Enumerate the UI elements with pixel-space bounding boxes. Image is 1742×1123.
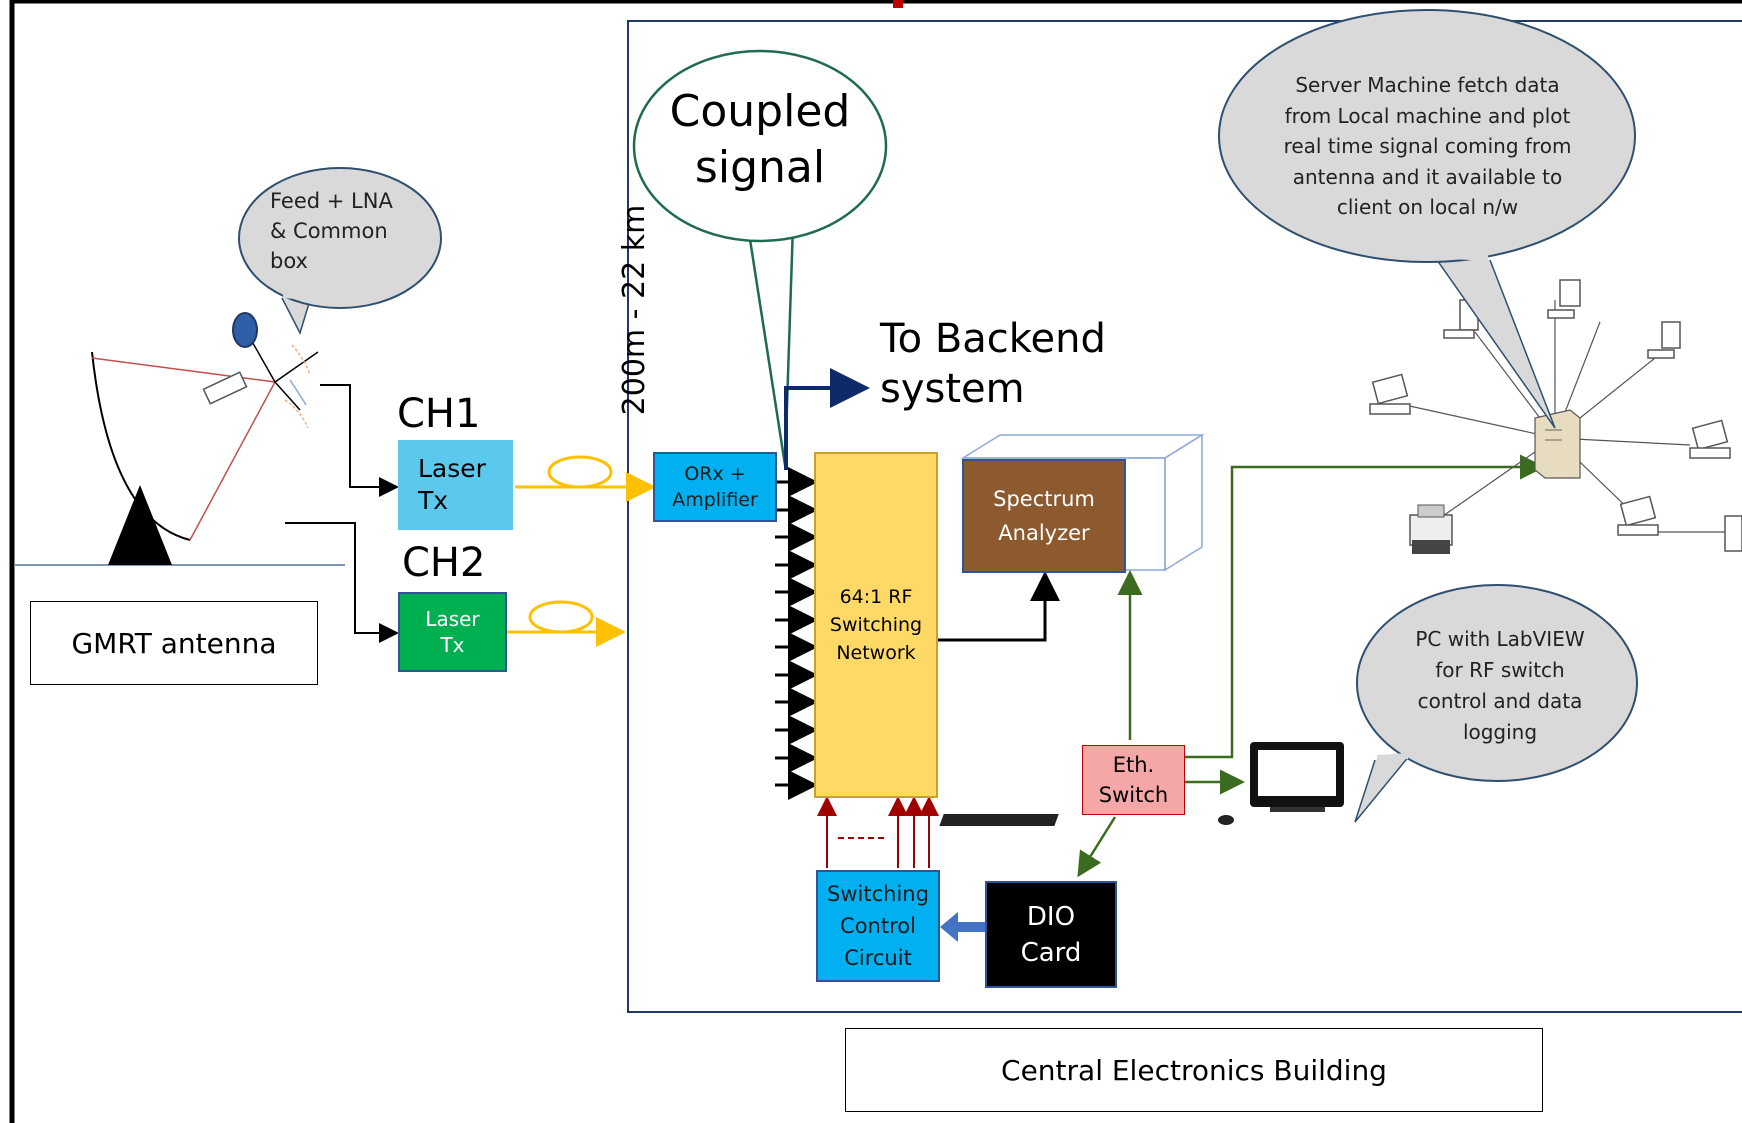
feed-bubble-text: Feed + LNA & Common box [270, 189, 393, 273]
all-in-one-pc-icon [939, 742, 1344, 826]
outer-frame [9, 0, 1742, 1123]
feed-callout-bubble [238, 167, 442, 335]
laptop-icon [1369, 373, 1731, 536]
to-backend-text: To Backend system [880, 316, 1106, 412]
switching-control-label: Switching Control Circuit [827, 882, 929, 970]
distance-label: 200m - 22 km [617, 204, 652, 416]
central-building-label-box: Central Electronics Building [845, 1028, 1543, 1112]
laser-tx-2: Laser Tx [398, 592, 507, 672]
orx-amplifier-label: ORx + Amplifier [672, 463, 758, 511]
top-red-mark [893, 0, 903, 8]
gmrt-antenna-label-box: GMRT antenna [30, 601, 318, 685]
dio-card-box: DIO Card [985, 881, 1117, 988]
server-callout-bubble [1218, 9, 1636, 429]
switch-input-arrows [775, 495, 818, 800]
dio-to-control-arrow [940, 912, 986, 942]
ch2-label: CH2 [402, 540, 486, 586]
rf-switching-label: 64:1 RF Switching Network [829, 586, 923, 664]
phone-icon [1724, 515, 1742, 552]
laser-tx-1: Laser Tx [398, 440, 513, 530]
pc-bubble-text: PC with LabVIEW for RF switch control an… [1415, 627, 1585, 744]
central-building-label: Central Electronics Building [1001, 1053, 1387, 1087]
eth-switch-label: Eth. Switch [1098, 753, 1169, 807]
parabolic-dish-icon [91, 312, 319, 565]
switch-to-spectrum-arrow [937, 571, 1060, 642]
central-building-frame [627, 20, 1742, 1013]
fiber-link-1 [515, 455, 656, 502]
switching-control-circuit-box: Switching Control Circuit [816, 870, 940, 982]
spectrum-analyzer-label: Spectrum Analyzer [993, 487, 1095, 545]
laser-tx-1-label: Laser Tx [418, 454, 486, 515]
control-arrows [817, 796, 939, 868]
eth-to-dio-line [1077, 816, 1117, 878]
rf-switching-network-box: 64:1 RF Switching Network [814, 452, 938, 798]
feed-to-laser1-line [320, 384, 399, 497]
dio-card-label: DIO Card [1020, 901, 1082, 968]
server-bubble-text: Server Machine fetch data from Local mac… [1283, 73, 1572, 219]
ch1-label: CH1 [397, 391, 481, 437]
fiber-link-2 [506, 600, 626, 647]
laser-tx-2-label: Laser Tx [425, 607, 480, 657]
coupled-signal-callout [632, 49, 888, 466]
orx-amplifier-box: ORx + Amplifier [653, 452, 777, 522]
eth-switch-box: Eth. Switch [1082, 745, 1185, 815]
gmrt-antenna-label: GMRT antenna [71, 626, 277, 660]
pc-callout-bubble [1354, 584, 1638, 823]
server-icon [1534, 409, 1581, 479]
eth-to-server-line [1185, 454, 1545, 759]
coupled-signal-text: Coupled signal [669, 86, 851, 193]
printer-icon [1409, 504, 1453, 554]
feed-to-laser2-line [285, 522, 399, 643]
to-backend-arrow [784, 368, 870, 470]
spectrum-analyzer-box: Spectrum Analyzer [962, 459, 1126, 573]
